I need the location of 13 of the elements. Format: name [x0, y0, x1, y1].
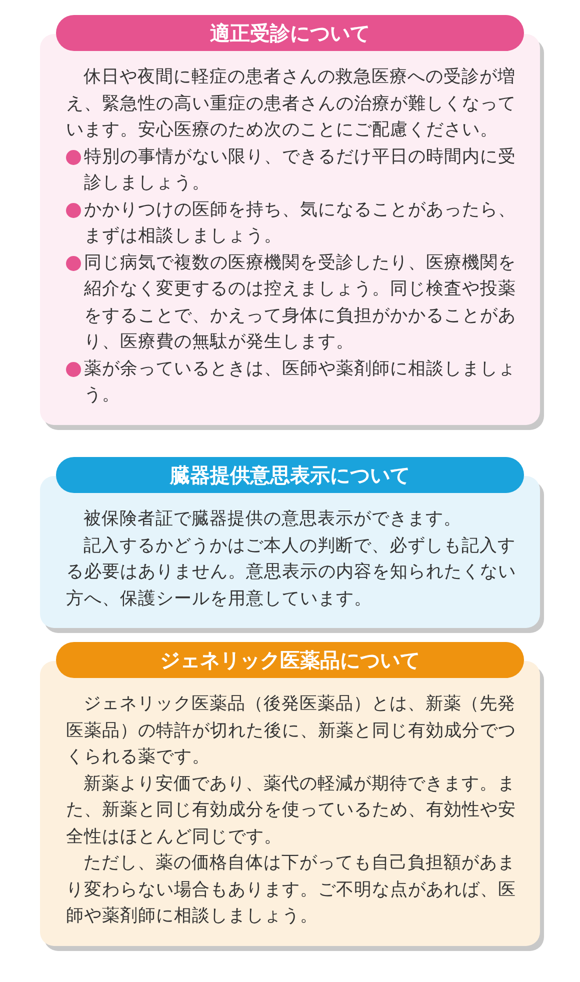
bullet-text: 同じ病気で複数の医療機関を受診したり、医療機関を紹介なく変更するのは控えましょう。同じ検査や投薬をすることで、かえって身体に負担がかかることがあり、医療費の無駄が発生します。 — [84, 252, 517, 354]
body-text: ただし、薬の価格自体は下がっても自己負担額があまり変わらない場合もあります。ご不明な点があれば、医師や薬剤師に相談しましょう。 — [66, 852, 517, 928]
body-text: 記入するかどうかはご本人の判断で、必ずしも記入する必要はありません。意思表示の内容を知られたくない方へ、保護シールを用意しています。 — [66, 534, 517, 610]
panel-heading: 臓器提供意思表示について — [56, 457, 524, 493]
bullet-text: 特別の事情がない限り、できるだけ平日の時間内に受診しましょう。 — [84, 146, 517, 195]
body-text: 休日や夜間に軽症の患者さんの救急医療への受診が増え、緊急性の高い重症の患者さんの治療が難しくなっています。安心医療のため次のことにご配慮ください。 — [66, 66, 517, 142]
panel-heading: ジェネリック医薬品について — [56, 642, 524, 678]
body-text: ジェネリック医薬品（後発医薬品）とは、新薬（先発医薬品）の特許が切れた後に、新薬と同じ有効成分でつくられる薬です。 — [66, 693, 517, 769]
bullet-text: 薬が余っているときは、医師や薬剤師に相談しましょう。 — [84, 358, 517, 407]
body-text: 被保険者証で臓器提供の意思表示ができます。 — [82, 508, 462, 531]
bullet-text: かかりつけの医師を持ち、気になることがあったら、まずは相談しましょう。 — [84, 198, 517, 248]
panel-heading: 適正受診について — [56, 15, 524, 51]
body-text: 新薬より安価であり、薬代の軽減が期待できます。また、新薬と同じ有効成分を使っているため、有効性や安全性はほとんど同じです。 — [66, 772, 517, 848]
